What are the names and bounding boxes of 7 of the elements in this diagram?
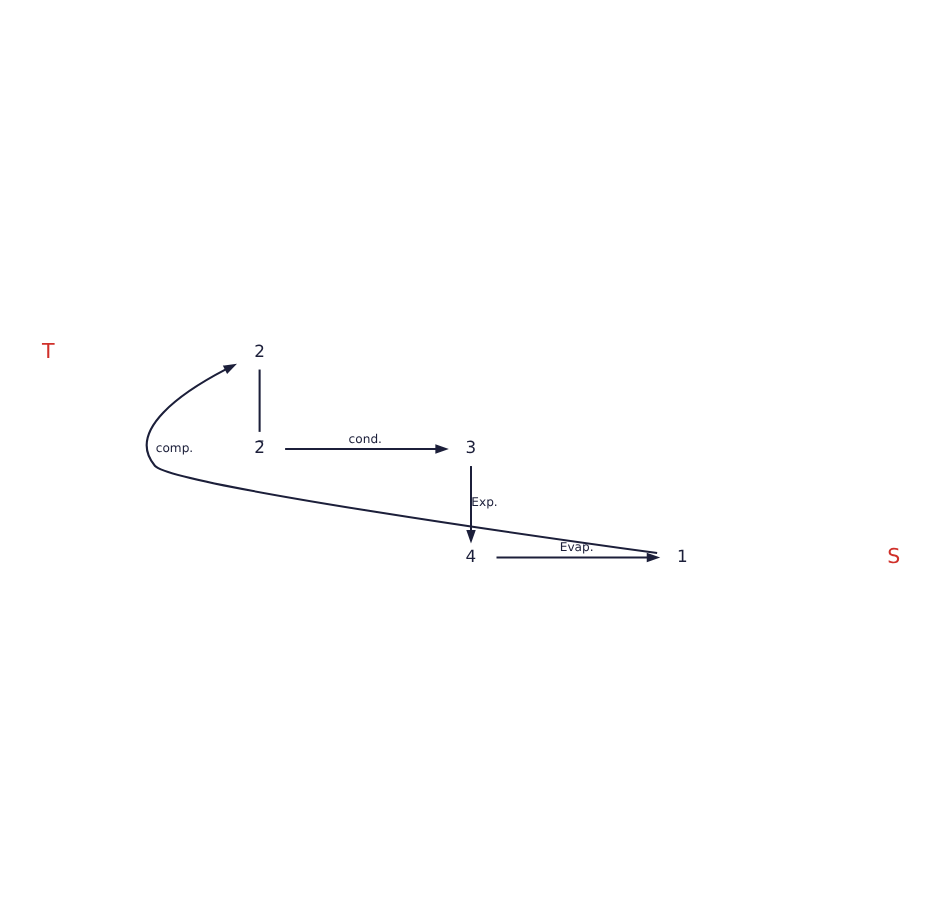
node-text: 3	[465, 436, 477, 457]
node-text: 2	[254, 339, 265, 360]
node-text: 2̄	[254, 436, 265, 457]
label: T	[41, 338, 55, 363]
node-text: 4	[465, 544, 477, 565]
label: S	[887, 543, 901, 568]
node-text: 1	[677, 544, 688, 565]
